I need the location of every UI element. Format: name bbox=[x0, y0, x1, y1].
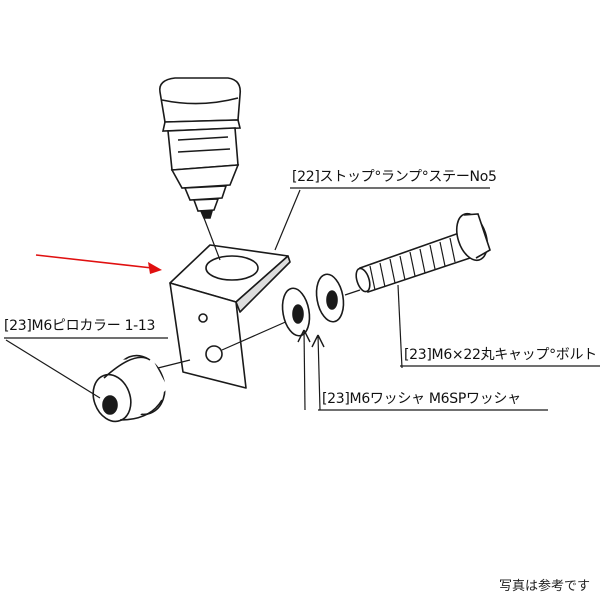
red-pointer-arrow bbox=[35, 254, 162, 274]
reference-photo-caption: 写真は参考です bbox=[498, 579, 590, 594]
washer-label: [23]M6ワッシャ M6SPワッシャ bbox=[322, 391, 521, 407]
cap-bolt-label: [23]M6×22丸キャップ°ボルト bbox=[404, 347, 597, 363]
pillow-collar bbox=[92, 354, 168, 423]
m6-washer bbox=[281, 287, 311, 337]
leader-lines bbox=[4, 187, 600, 411]
stop-lamp-stay-label: [22]ストップ°ランプ°ステーNo5 bbox=[292, 169, 497, 185]
drill-tool bbox=[158, 77, 242, 219]
m6-sp-washer bbox=[315, 273, 345, 323]
pillow-collar-label: [23]M6ピロカラー 1-13 bbox=[4, 318, 156, 334]
stop-lamp-stay-bracket bbox=[169, 244, 291, 389]
cap-bolt bbox=[355, 212, 491, 294]
